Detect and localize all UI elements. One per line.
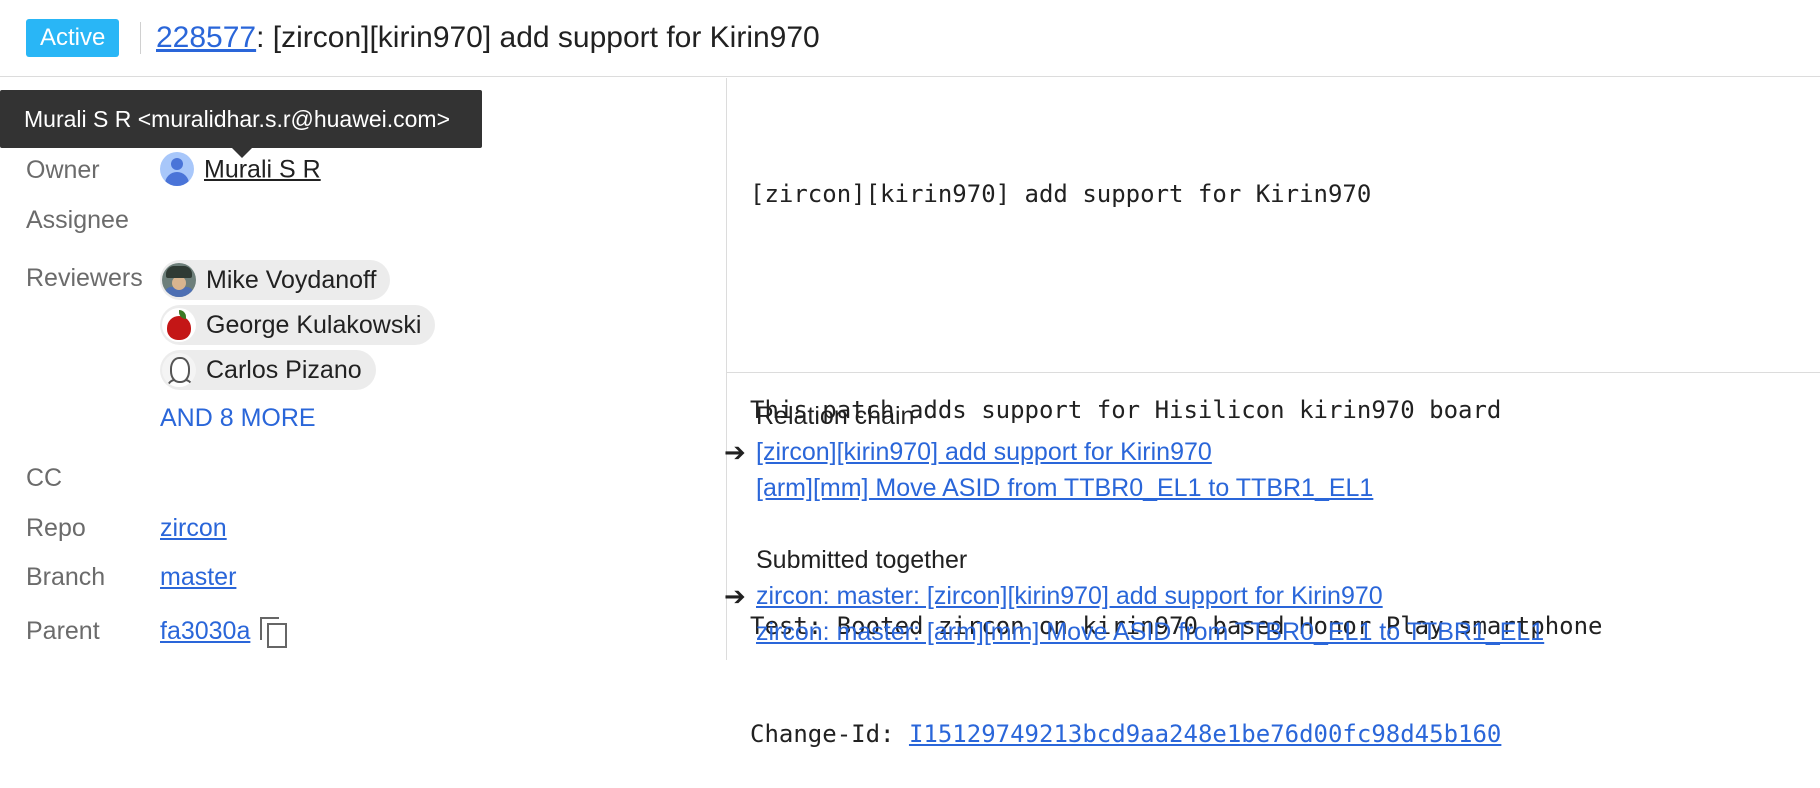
parent-value: fa3030a (160, 615, 288, 649)
reviewer-name: Carlos Pizano (206, 355, 362, 384)
owner-label: Owner (26, 156, 100, 184)
reviewer-chip[interactable]: Mike Voydanoff (160, 260, 391, 300)
change-header: Active 228577: [zircon][kirin970] add su… (0, 0, 1820, 77)
reviewer-chip[interactable]: George Kulakowski (160, 305, 436, 345)
section-divider (727, 372, 1820, 373)
copy-icon[interactable] (260, 617, 288, 649)
relation-chain-item[interactable]: [arm][mm] Move ASID from TTBR0_EL1 to TT… (756, 474, 1374, 502)
reviewer-avatar-icon (162, 263, 196, 297)
parent-label: Parent (26, 617, 100, 645)
branch-link[interactable]: master (160, 563, 237, 591)
arrow-right-icon: ➔ (724, 437, 746, 467)
reviewer-avatar-icon (162, 353, 196, 387)
change-number-link[interactable]: 228577 (156, 21, 257, 54)
change-title-text: : [zircon][kirin970] add support for Kir… (256, 21, 820, 54)
reviewer-avatar-icon (162, 308, 196, 342)
relation-chain-title: Relation chain (756, 402, 915, 430)
owner-name-link[interactable]: Murali S R (204, 155, 321, 184)
arrow-right-icon: ➔ (724, 581, 746, 611)
commit-body: This patch adds support for Hisilicon ki… (750, 396, 1502, 424)
change-id-line: Change-Id: I15129749213bcd9aa248e1be76d0… (750, 716, 1603, 752)
parent-commit-link[interactable]: fa3030a (160, 617, 251, 645)
page-title: 228577: [zircon][kirin970] add support f… (156, 20, 820, 56)
submitted-together-item[interactable]: zircon: master: [zircon][kirin970] add s… (756, 582, 1383, 610)
blank-line (750, 500, 1603, 536)
owner-value[interactable]: Murali S R (160, 152, 321, 187)
branch-label: Branch (26, 563, 106, 591)
commit-test-line: Test: Booted zircon on kirin970 based Ho… (750, 612, 1603, 640)
reviewer-name: George Kulakowski (206, 310, 422, 339)
commit-subject: [zircon][kirin970] add support for Kirin… (750, 180, 1372, 208)
cc-label: CC (26, 464, 63, 492)
user-avatar-icon (160, 152, 194, 187)
reviewer-chip[interactable]: Carlos Pizano (160, 350, 376, 390)
change-id-label: Change-Id: (750, 720, 909, 748)
repo-link[interactable]: zircon (160, 514, 227, 542)
reviewers-label: Reviewers (26, 264, 143, 292)
repo-label: Repo (26, 514, 86, 542)
tooltip-arrow (231, 147, 253, 158)
submitted-together-item[interactable]: zircon: master: [arm][mm] Move ASID from… (756, 618, 1545, 646)
blank-line (750, 284, 1603, 320)
owner-tooltip: Murali S R <muralidhar.s.r@huawei.com> (0, 90, 482, 158)
tooltip-text: Murali S R <muralidhar.s.r@huawei.com> (24, 106, 451, 132)
reviewer-name: Mike Voydanoff (206, 265, 377, 294)
header-divider (140, 22, 141, 54)
assignee-label: Assignee (26, 206, 129, 234)
status-badge: Active (26, 19, 120, 57)
submitted-together-title: Submitted together (756, 546, 968, 574)
relation-chain-item[interactable]: [zircon][kirin970] add support for Kirin… (756, 438, 1212, 466)
change-info-panel: Murali S R <muralidhar.s.r@huawei.com> O… (0, 78, 727, 660)
change-id-link[interactable]: I15129749213bcd9aa248e1be76d00fc98d45b16… (908, 720, 1502, 748)
more-reviewers-button[interactable]: AND 8 MORE (160, 404, 316, 432)
